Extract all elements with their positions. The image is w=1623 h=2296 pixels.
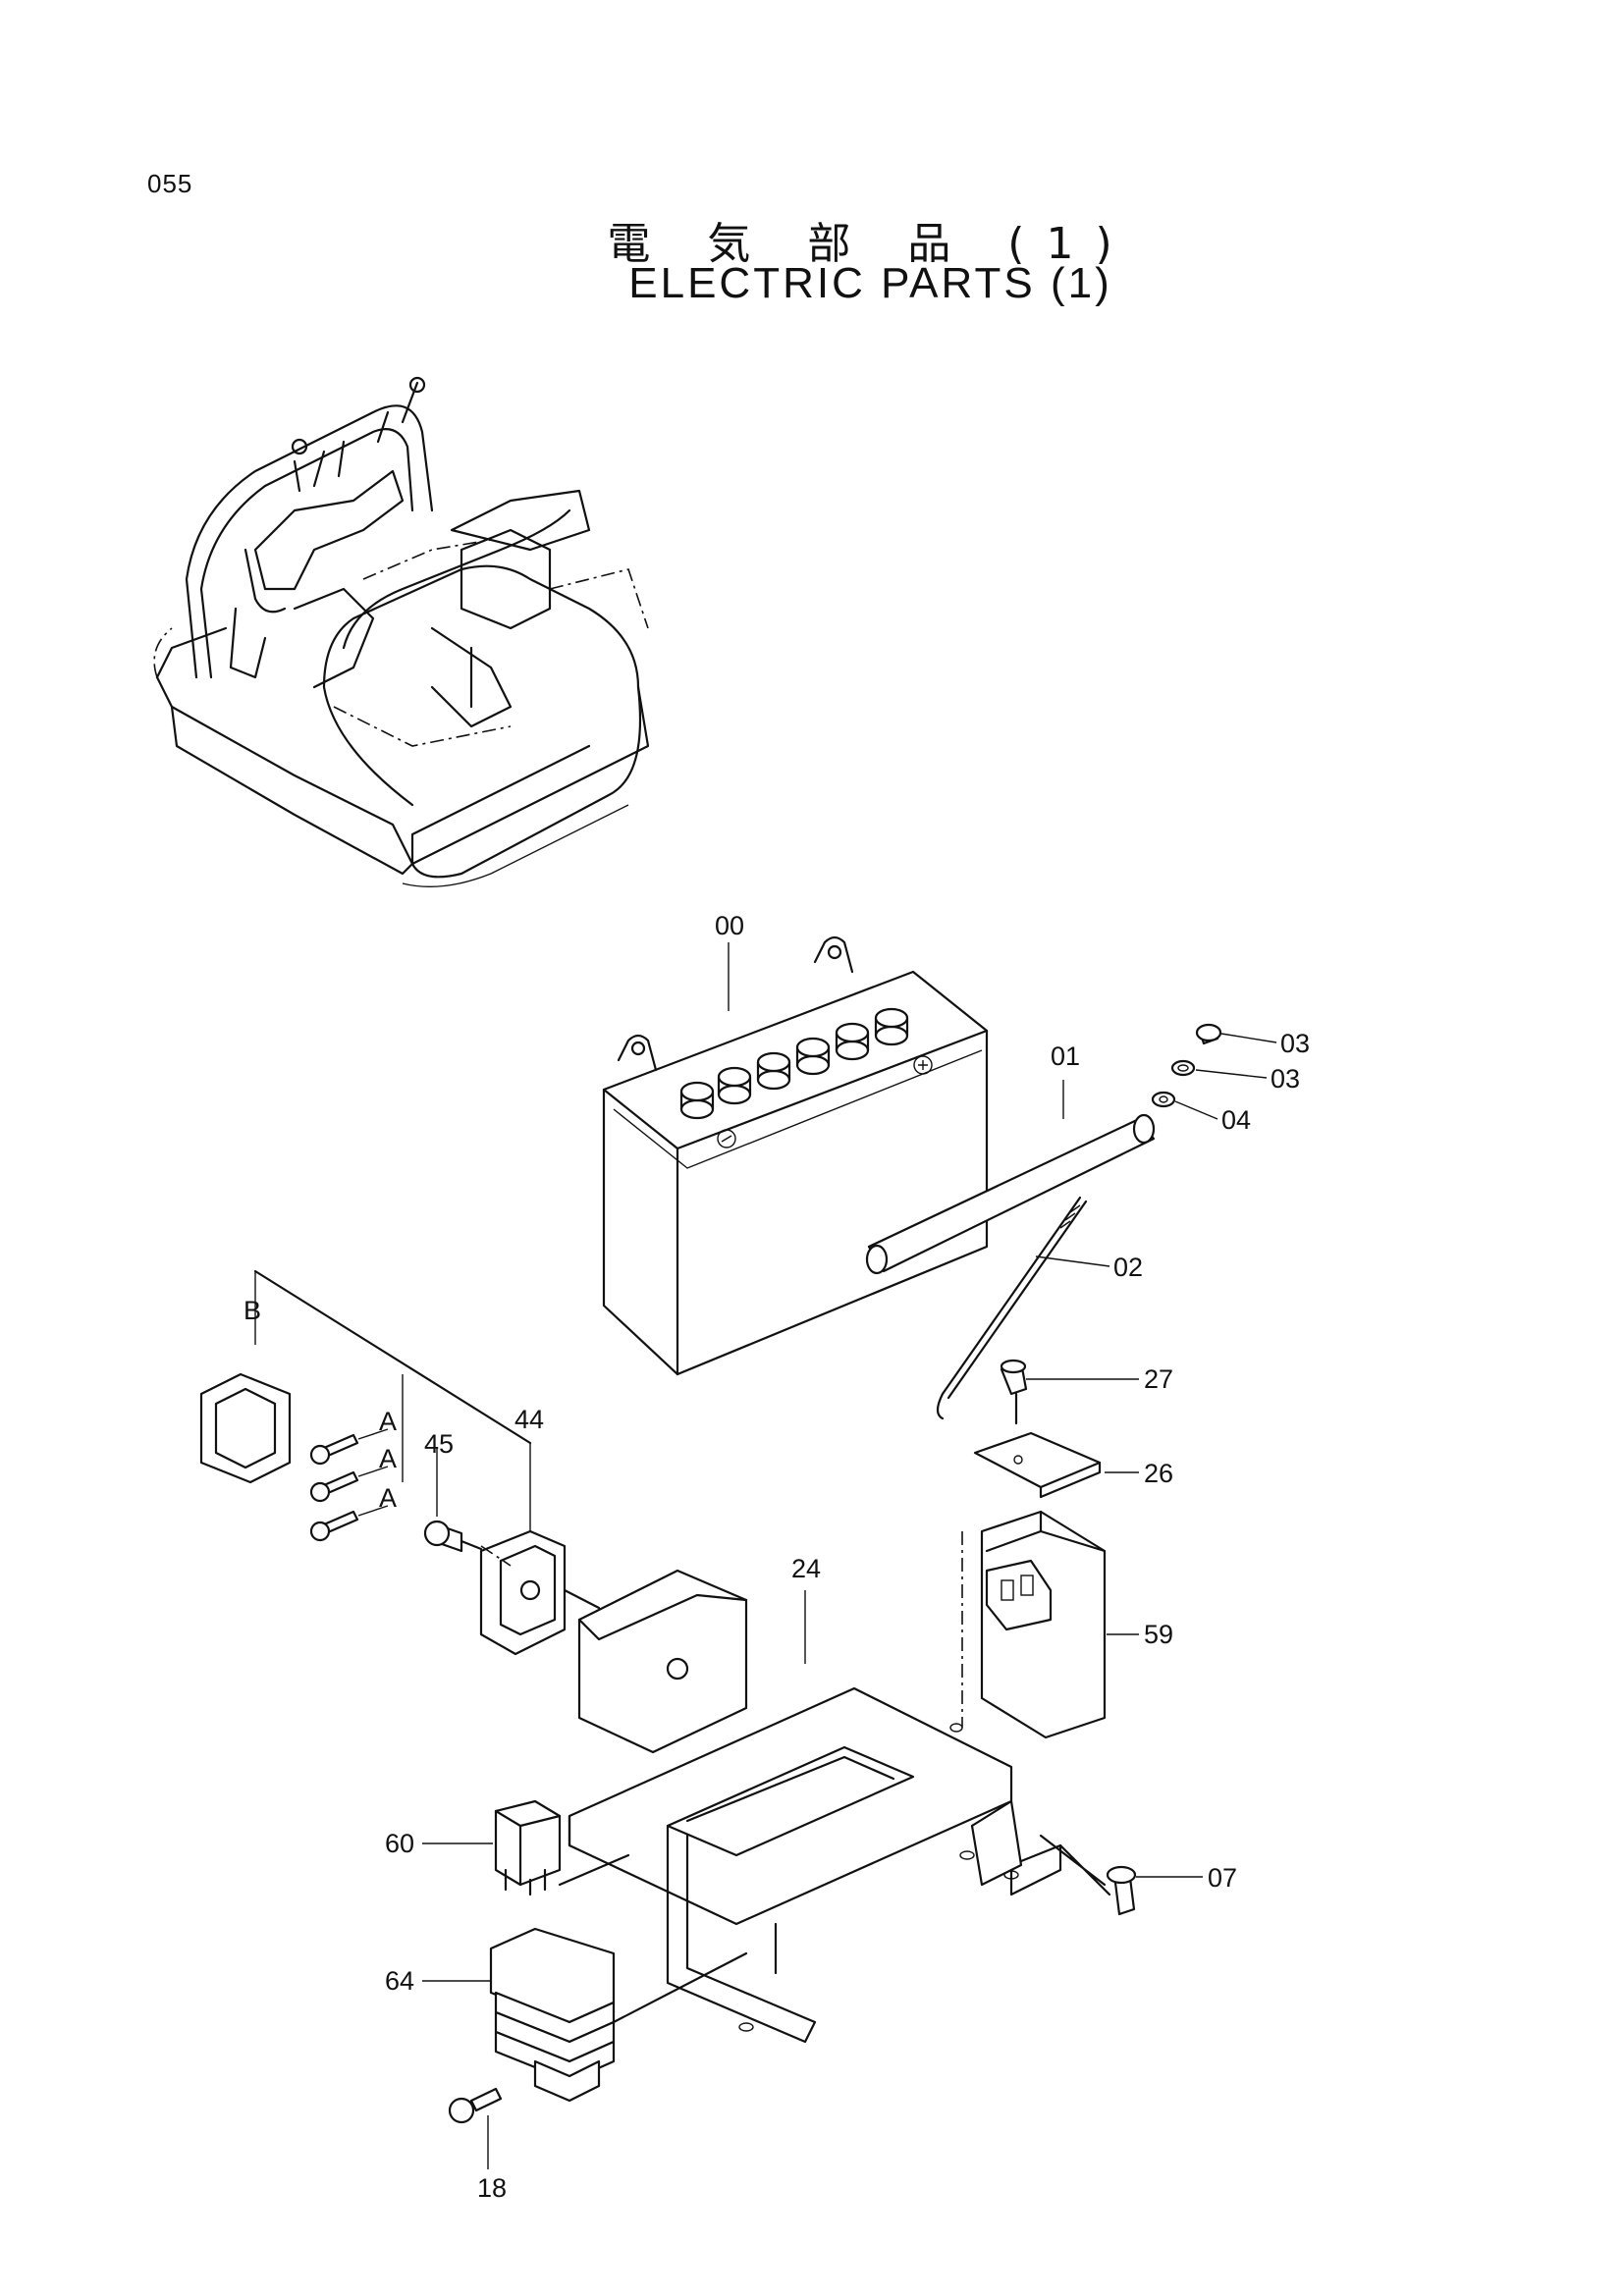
callout-02: 02 (1113, 1253, 1143, 1282)
callout-a-2: A (379, 1444, 397, 1473)
callout-03-lower: 03 (1271, 1064, 1300, 1094)
callout-03-upper: 03 (1280, 1029, 1310, 1058)
callout-44: 44 (514, 1405, 544, 1434)
callout-04: 04 (1221, 1105, 1251, 1135)
callout-07: 07 (1208, 1863, 1237, 1893)
callout-60: 60 (385, 1829, 414, 1858)
callout-a-3: A (379, 1483, 397, 1513)
controller-parts-drawing (961, 1359, 1139, 1739)
title-english: ELECTRIC PARTS (1) (628, 259, 1112, 307)
callout-18: 18 (477, 2173, 507, 2203)
callout-00: 00 (715, 911, 744, 940)
battery-drawing (602, 935, 989, 1376)
callout-24: 24 (791, 1554, 821, 1583)
callout-a-1: A (379, 1407, 397, 1436)
callout-64: 64 (385, 1966, 414, 1996)
callout-26: 26 (1144, 1459, 1173, 1488)
relay-rectifier-drawing (422, 1799, 1203, 2169)
callout-59: 59 (1144, 1620, 1173, 1649)
title-japanese: 電 気 部 品 (1) (607, 219, 1134, 269)
callout-01: 01 (1051, 1041, 1080, 1071)
machine-overview-drawing (153, 376, 650, 887)
bracket-drawing (568, 1569, 1062, 2044)
page-number: 055 (147, 169, 193, 198)
callout-27: 27 (1144, 1364, 1173, 1394)
callout-b: B (243, 1296, 261, 1325)
callout-45: 45 (424, 1429, 454, 1459)
regulator-parts-drawing (199, 1269, 601, 1656)
hold-down-parts-drawing (728, 942, 1277, 1420)
